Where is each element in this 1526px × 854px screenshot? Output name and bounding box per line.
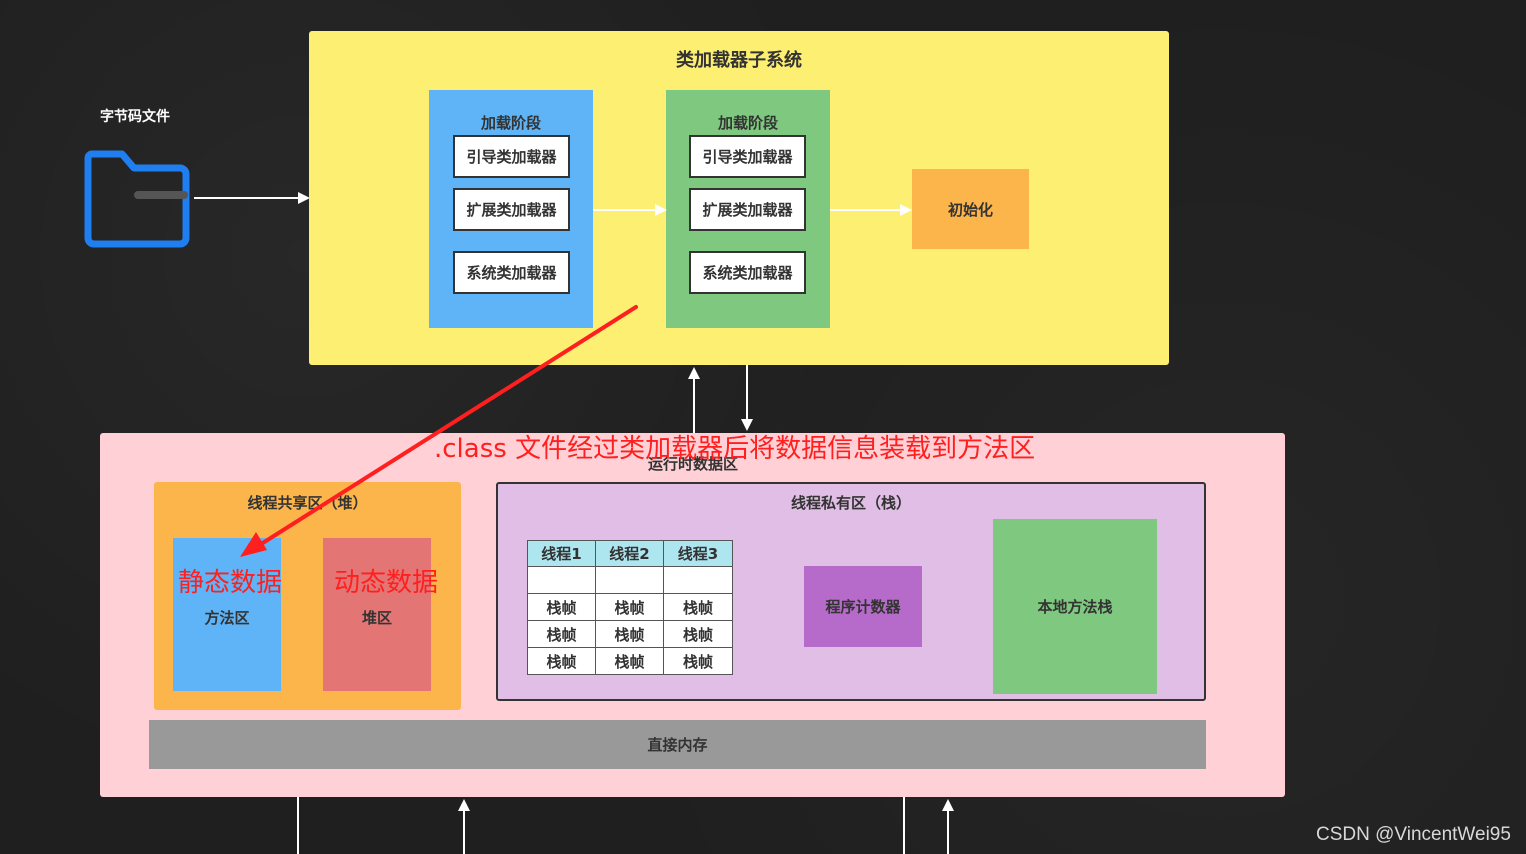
runtime-title: 运行时数据区 bbox=[647, 454, 738, 473]
bottom-line-right bbox=[903, 797, 905, 854]
heap-area-label: 堆区 bbox=[361, 608, 392, 627]
program-counter: 程序计数器 bbox=[804, 566, 922, 647]
subsystem-to-runtime-arrow bbox=[741, 365, 753, 431]
folder-icon bbox=[84, 150, 190, 248]
direct-memory: 直接内存 bbox=[149, 720, 1206, 769]
thread-header: 线程3 bbox=[663, 540, 733, 567]
heap-area bbox=[323, 538, 431, 691]
class-file-annotation: .class 文件经过类加载器后将数据信息装载到方法区 bbox=[434, 434, 1036, 464]
dynamic-data-label: 动态数据 bbox=[333, 567, 438, 598]
static-data-label: 静态数据 bbox=[177, 567, 282, 598]
bytecode-to-subsystem-arrow bbox=[194, 192, 310, 204]
loading-phase-1-title: 加载阶段 bbox=[480, 113, 541, 132]
private-area-title: 线程私有区（栈） bbox=[790, 493, 911, 512]
stack-frame-cell: 栈帧 bbox=[595, 647, 664, 675]
subsystem-title: 类加载器子系统 bbox=[676, 50, 802, 71]
initialization-box: 初始化 bbox=[912, 169, 1029, 249]
stack-frame-cell: 栈帧 bbox=[663, 647, 733, 675]
system-loader-2: 系统类加载器 bbox=[689, 251, 806, 294]
method-area-label: 方法区 bbox=[204, 608, 250, 627]
stack-frame-cell: 栈帧 bbox=[527, 647, 596, 675]
native-method-stack: 本地方法栈 bbox=[993, 519, 1157, 694]
bootstrap-loader-2: 引导类加载器 bbox=[689, 135, 806, 178]
bytecode-label: 字节码文件 bbox=[100, 109, 170, 125]
method-area bbox=[173, 538, 281, 691]
phase2-to-init-arrow bbox=[830, 204, 912, 216]
loading-phase-2-title: 加载阶段 bbox=[717, 113, 778, 132]
watermark: CSDN @VincentWei95 bbox=[1316, 824, 1511, 845]
runtime-to-subsystem-arrow bbox=[688, 367, 700, 433]
bootstrap-loader-1: 引导类加载器 bbox=[453, 135, 570, 178]
system-loader-1: 系统类加载器 bbox=[453, 251, 570, 294]
stack-frame-cell: 栈帧 bbox=[663, 593, 733, 621]
bottom-arrow-up-left bbox=[458, 799, 470, 854]
bottom-arrow-up-right bbox=[942, 799, 954, 854]
empty-cell bbox=[663, 566, 733, 594]
extension-loader-1: 扩展类加载器 bbox=[453, 188, 570, 231]
phase1-to-phase2-arrow bbox=[593, 204, 667, 216]
extension-loader-2: 扩展类加载器 bbox=[689, 188, 806, 231]
bottom-line-left bbox=[297, 797, 299, 854]
